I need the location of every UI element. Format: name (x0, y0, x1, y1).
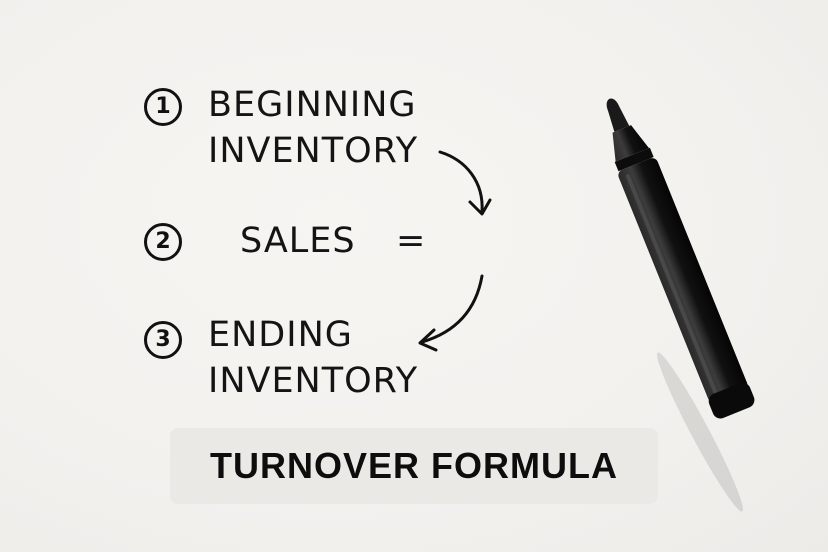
step-2-number-badge: 2 (144, 223, 182, 261)
curved-arrow-down-icon (438, 150, 492, 216)
step-1-number-badge: 1 (144, 88, 182, 126)
black-marker-pen (606, 98, 755, 512)
step-2-number: 2 (155, 229, 171, 254)
banner-title: TURNOVER FORMULA (210, 445, 618, 486)
step-2-line-1: SALES (240, 221, 356, 261)
step-1-line-1: BEGINNING (208, 85, 417, 125)
step-3-number: 3 (155, 327, 171, 352)
step-1-number: 1 (155, 94, 171, 119)
step-1-line-2: INVENTORY (208, 131, 419, 171)
step-3-line-2: INVENTORY (208, 361, 419, 401)
step-3-line-1: ENDING (208, 315, 353, 355)
curved-arrow-left-icon (418, 274, 484, 352)
formula-banner: TURNOVER FORMULA (170, 428, 658, 504)
equals-sign: = (396, 221, 427, 261)
step-3-number-badge: 3 (144, 321, 182, 359)
